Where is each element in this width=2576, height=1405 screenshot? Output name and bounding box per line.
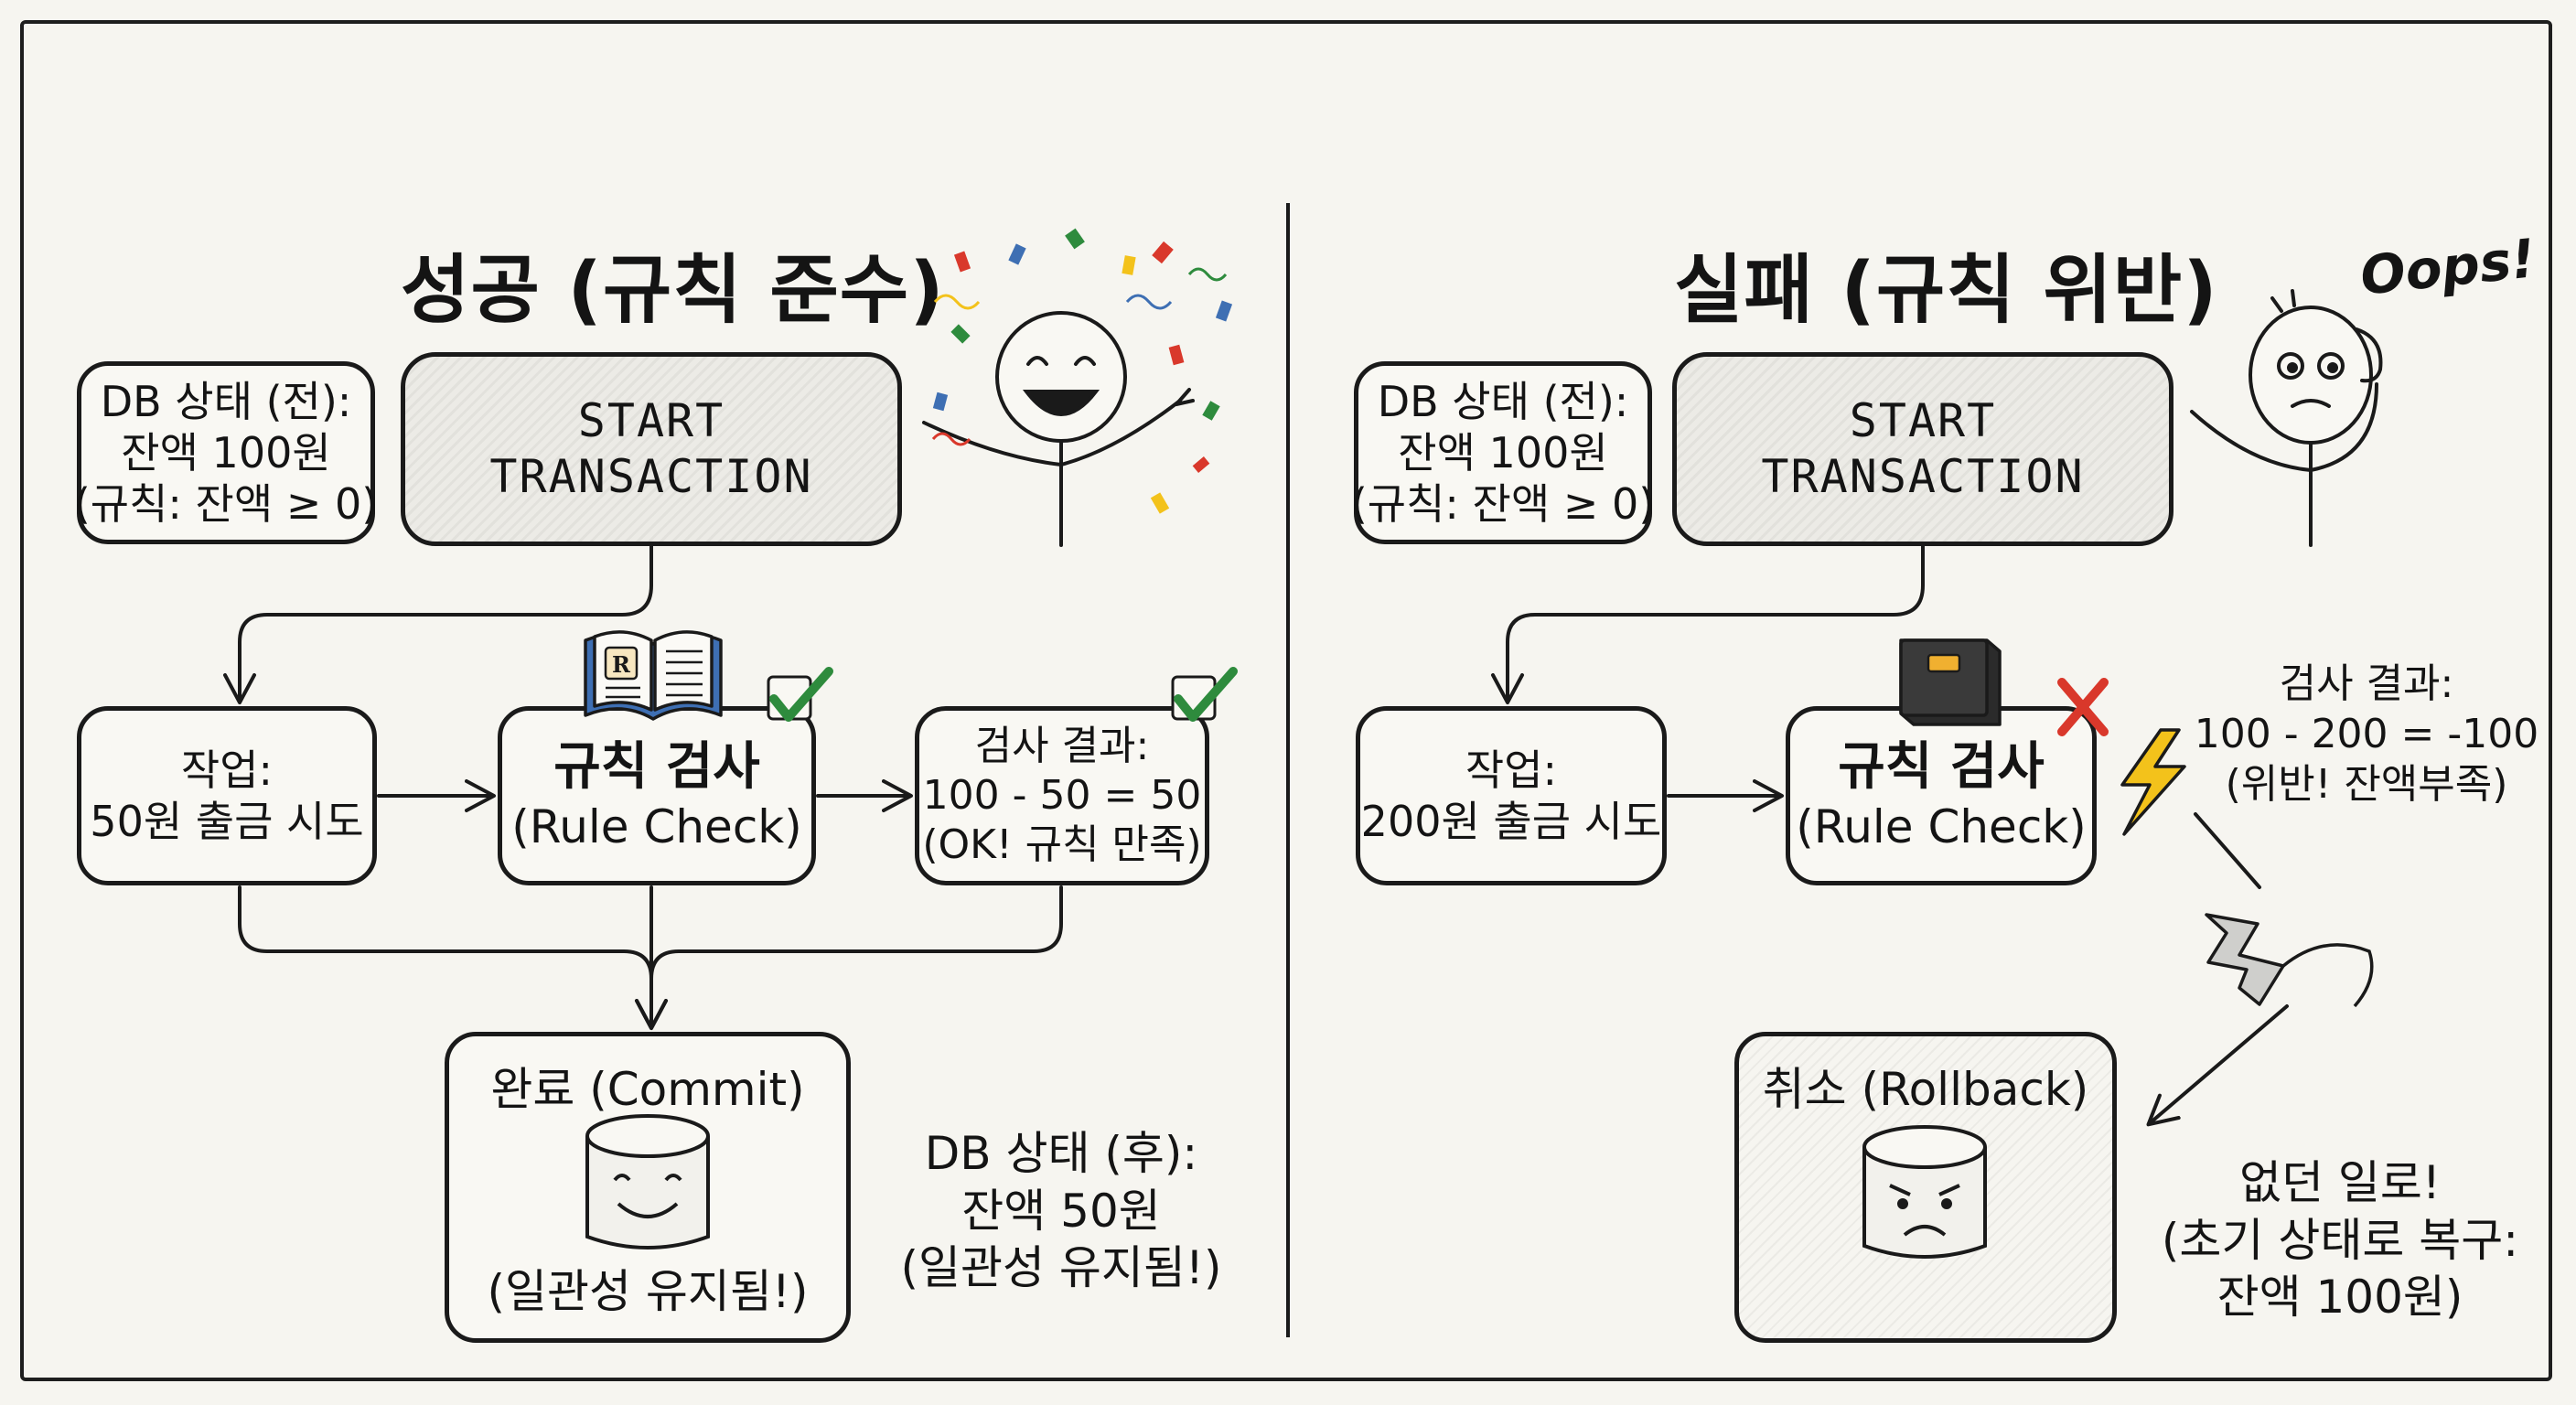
arrow-result-to-commit bbox=[649, 885, 1063, 981]
success-start-transaction-box: START TRANSACTION bbox=[401, 352, 902, 546]
rule-check-line-2: (Rule Check) bbox=[1796, 799, 2087, 853]
arrow-to-rollback bbox=[2146, 1004, 2289, 1127]
success-rule-check-box: 규칙 검사 (Rule Check) bbox=[498, 706, 816, 885]
result-line-2: 100 - 200 = -100 bbox=[2194, 711, 2539, 757]
cross-icon bbox=[2057, 678, 2109, 736]
db-before-line-2: 잔액 100원 bbox=[121, 427, 331, 477]
start-line-1: START bbox=[1849, 394, 1997, 447]
failure-start-transaction-box: START TRANSACTION bbox=[1672, 352, 2174, 546]
arrow-task-to-commit bbox=[238, 885, 668, 1030]
result-line-3: (OK! 규칙 만족) bbox=[922, 820, 1202, 868]
success-task-box: 작업: 50원 출금 시도 bbox=[77, 706, 377, 885]
task-line-1: 작업: bbox=[1465, 745, 1558, 795]
start-line-2: TRANSACTION bbox=[489, 450, 813, 503]
confetti bbox=[931, 228, 1233, 514]
open-book-icon bbox=[584, 630, 723, 721]
restored-line-2: (초기 상태로 복구: bbox=[2161, 1213, 2519, 1267]
result-line-2: 100 - 50 = 50 bbox=[922, 772, 1202, 820]
task-line-1: 작업: bbox=[180, 745, 274, 795]
happy-database-icon bbox=[585, 1114, 710, 1249]
result-line-1: 검사 결과: bbox=[2279, 660, 2454, 707]
db-after-line-2: 잔액 50원 bbox=[961, 1184, 1161, 1238]
rule-check-line-1: 규칙 검사 bbox=[553, 737, 760, 798]
failure-title: 실패 (규칙 위반) bbox=[1674, 247, 2218, 334]
restored-line-3: 잔액 100원) bbox=[2216, 1271, 2463, 1324]
failure-restored-text: 없던 일로! (초기 상태로 복구: 잔액 100원) bbox=[2120, 1154, 2560, 1326]
result-line-3: (위반! 잔액부족) bbox=[2225, 761, 2508, 808]
rule-check-line-1: 규칙 검사 bbox=[1838, 737, 2045, 798]
restored-line-1: 없던 일로! bbox=[2239, 1156, 2441, 1209]
failure-rule-check-box: 규칙 검사 (Rule Check) bbox=[1786, 706, 2097, 885]
arrow-start-to-task bbox=[1491, 544, 1925, 704]
start-line-2: TRANSACTION bbox=[1761, 450, 2085, 503]
db-before-line-1: DB 상태 (전): bbox=[100, 376, 352, 426]
arrow-start-to-task bbox=[223, 544, 653, 704]
task-line-2: 50원 출금 시도 bbox=[90, 797, 364, 846]
success-db-after-text: DB 상태 (후): 잔액 50원 (일관성 유지됨!) bbox=[869, 1125, 1253, 1297]
db-after-line-3: (일관성 유지됨!) bbox=[900, 1241, 1222, 1294]
book-letter: R bbox=[612, 651, 631, 678]
closed-book-icon bbox=[1899, 638, 2002, 726]
success-db-before-box: DB 상태 (전): 잔액 100원 (규칙: 잔액 ≥ 0) bbox=[73, 361, 379, 544]
db-before-line-3: (규칙: 잔액 ≥ 0) bbox=[1350, 479, 1656, 530]
arrow-result-connector bbox=[2194, 812, 2261, 889]
db-before-line-2: 잔액 100원 bbox=[1398, 427, 1608, 477]
start-line-1: START bbox=[577, 394, 725, 447]
db-before-line-3: (규칙: 잔액 ≥ 0) bbox=[73, 479, 379, 530]
commit-label: 완료 (Commit) bbox=[490, 1063, 805, 1116]
zigzag-arrow-icon bbox=[2205, 913, 2374, 1008]
task-line-2: 200원 출금 시도 bbox=[1360, 797, 1662, 846]
commit-caption: (일관성 유지됨!) bbox=[487, 1265, 809, 1318]
check-icon bbox=[767, 667, 833, 722]
rollback-label: 취소 (Rollback) bbox=[1762, 1063, 2089, 1116]
outer-frame bbox=[20, 20, 2552, 1381]
check-icon bbox=[1171, 667, 1238, 722]
angry-database-icon bbox=[1862, 1125, 1987, 1259]
worried-person-figure bbox=[2190, 289, 2383, 547]
failure-db-before-box: DB 상태 (전): 잔액 100원 (규칙: 잔액 ≥ 0) bbox=[1350, 361, 1656, 544]
success-result-box: 검사 결과: 100 - 50 = 50 (OK! 규칙 만족) bbox=[915, 706, 1209, 885]
rule-check-line-2: (Rule Check) bbox=[511, 799, 802, 853]
db-after-line-1: DB 상태 (후): bbox=[924, 1127, 1198, 1180]
failure-result-text: 검사 결과: 100 - 200 = -100 (위반! 잔액부족) bbox=[2188, 659, 2545, 810]
success-title: 성공 (규칙 준수) bbox=[401, 247, 945, 334]
failure-task-box: 작업: 200원 출금 시도 bbox=[1356, 706, 1667, 885]
lightning-icon bbox=[2120, 728, 2186, 836]
result-line-1: 검사 결과: bbox=[974, 723, 1150, 770]
happy-person-figure bbox=[922, 311, 1195, 547]
db-before-line-1: DB 상태 (전): bbox=[1377, 376, 1629, 426]
